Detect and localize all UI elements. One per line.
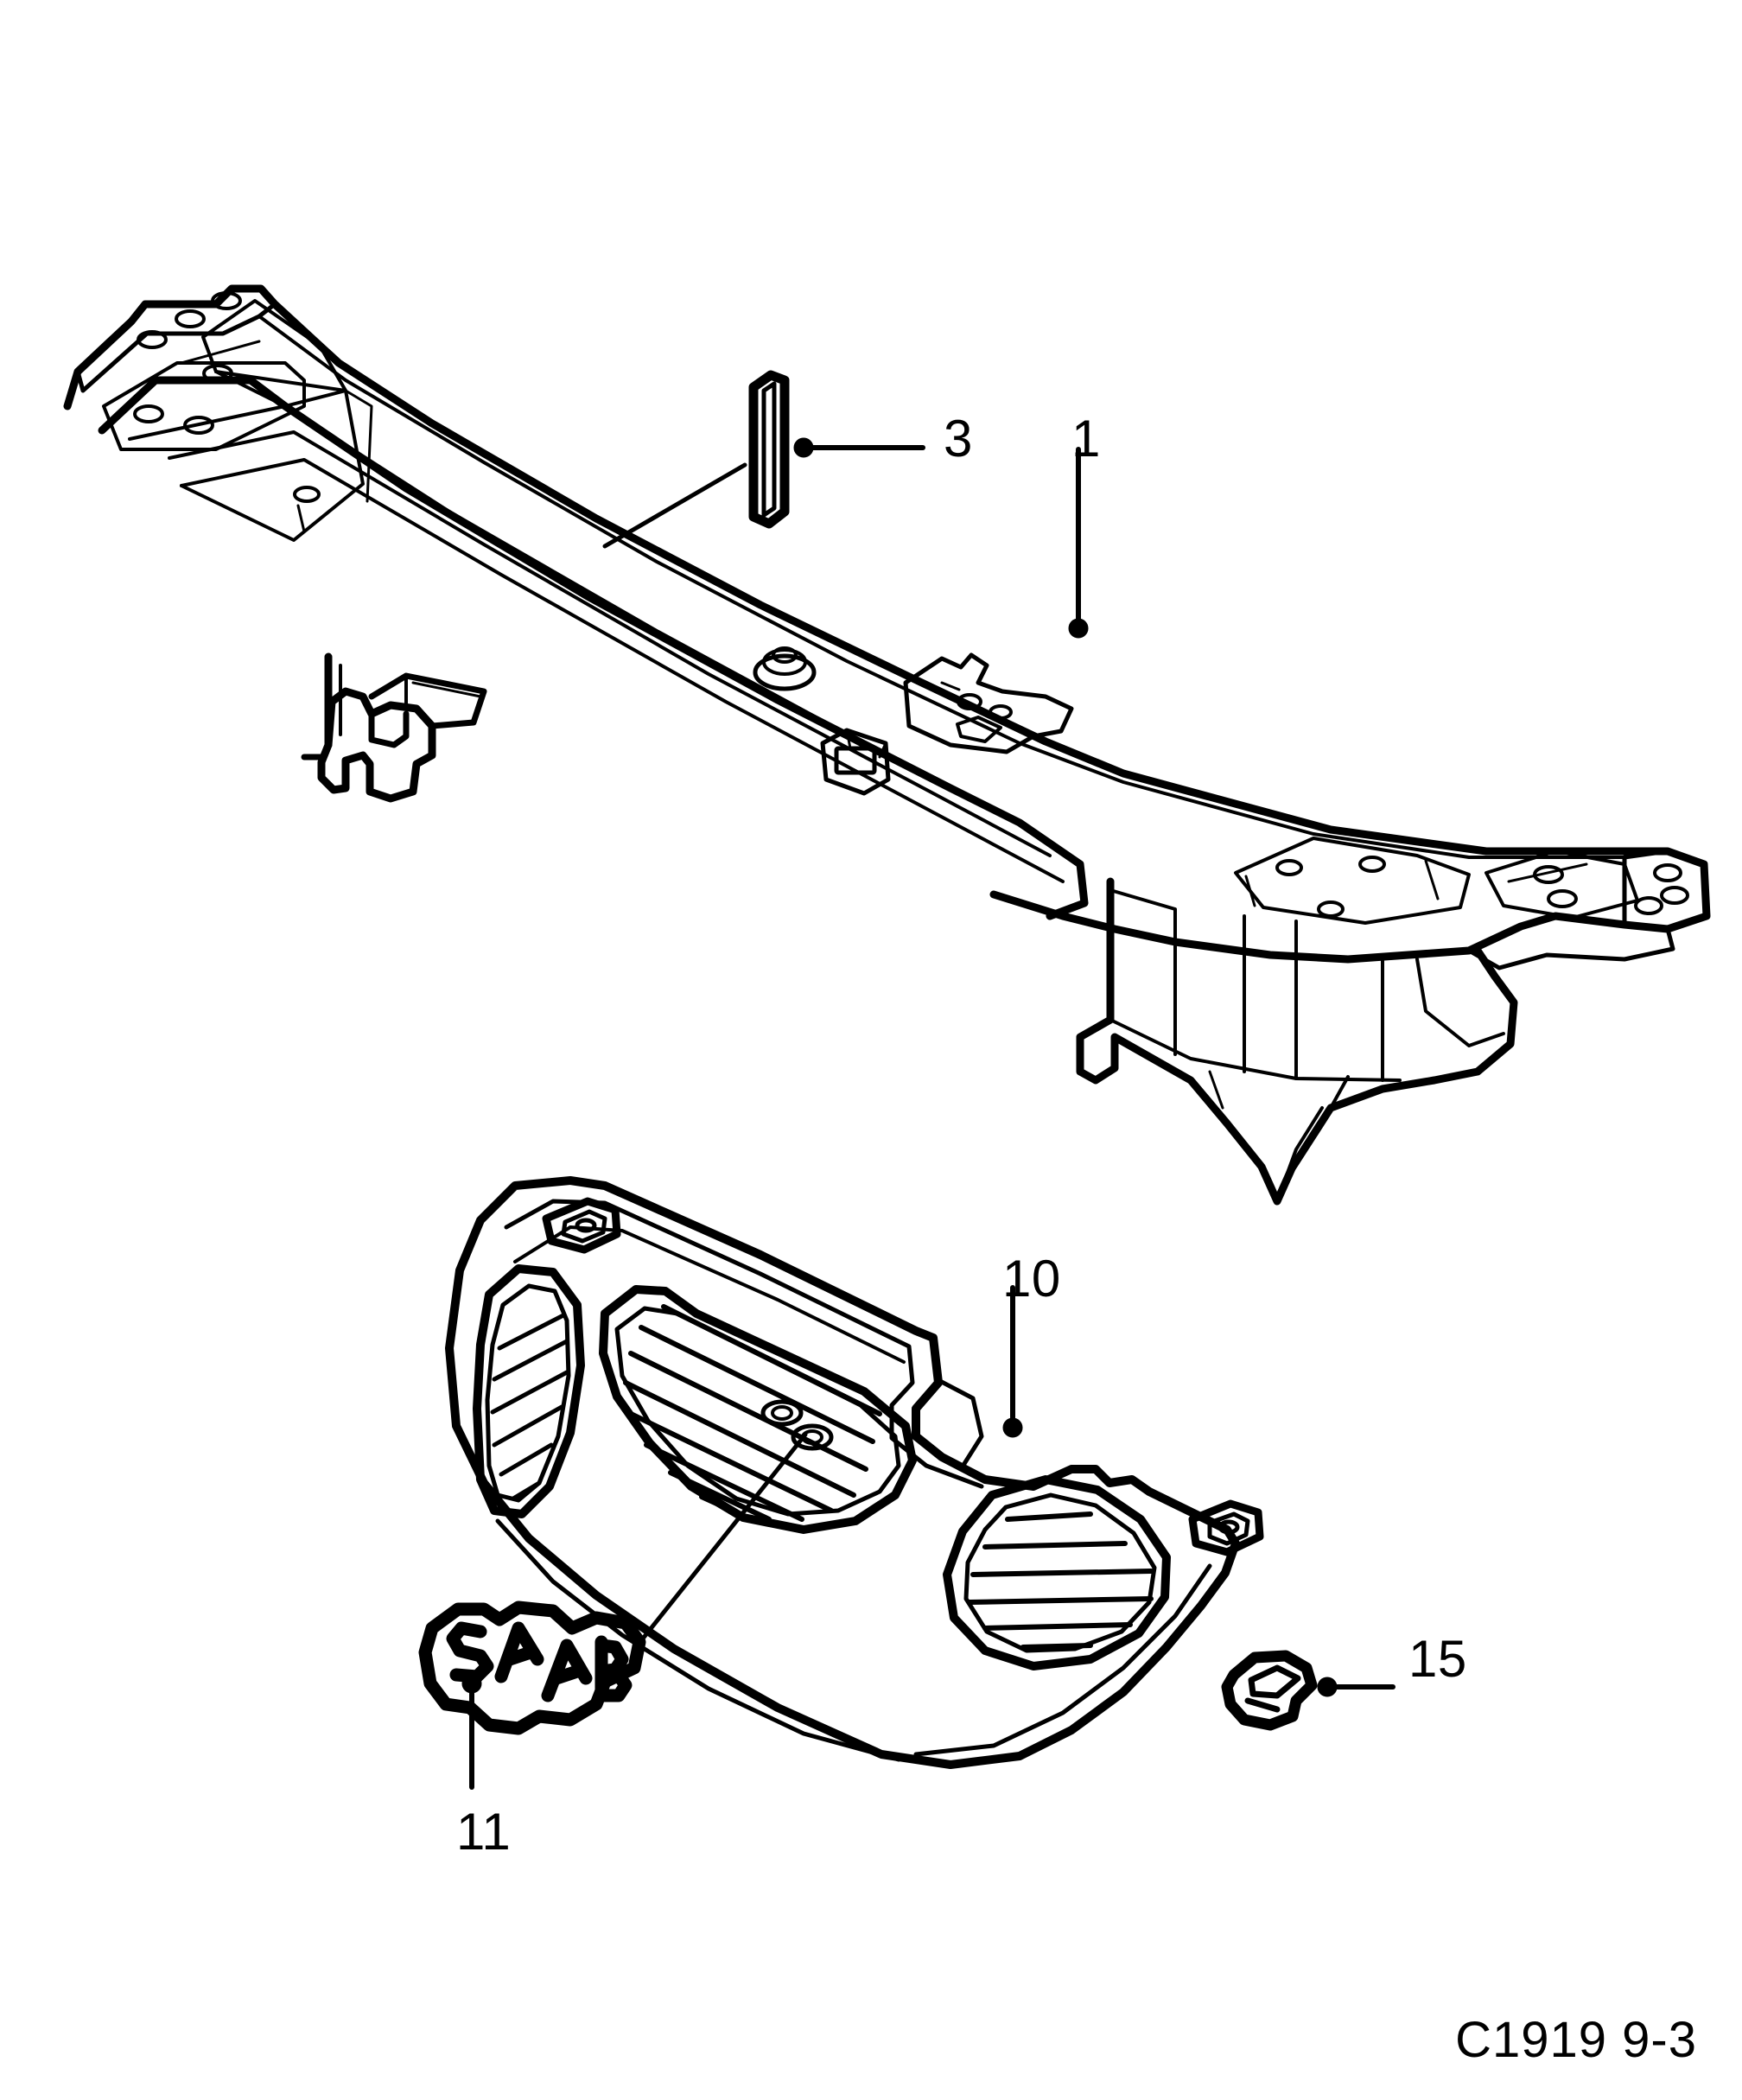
leader-dot-10	[1002, 1417, 1023, 1438]
document-footer-code: C1919 9-3	[1455, 2012, 1697, 2068]
leader-dot-3	[793, 437, 814, 458]
callout-number-11: 11	[456, 1803, 512, 1861]
callout-number-15: 15	[1408, 1630, 1467, 1688]
emblem-attachment-line	[633, 1432, 808, 1650]
leader-dot-1	[1068, 618, 1089, 639]
callout-number-1: 1	[1071, 410, 1101, 468]
callout-number-10: 10	[1002, 1250, 1061, 1308]
leader-dot-15	[1317, 1677, 1338, 1697]
leader-dot-11	[461, 1673, 482, 1694]
callout-number-3: 3	[944, 410, 973, 468]
